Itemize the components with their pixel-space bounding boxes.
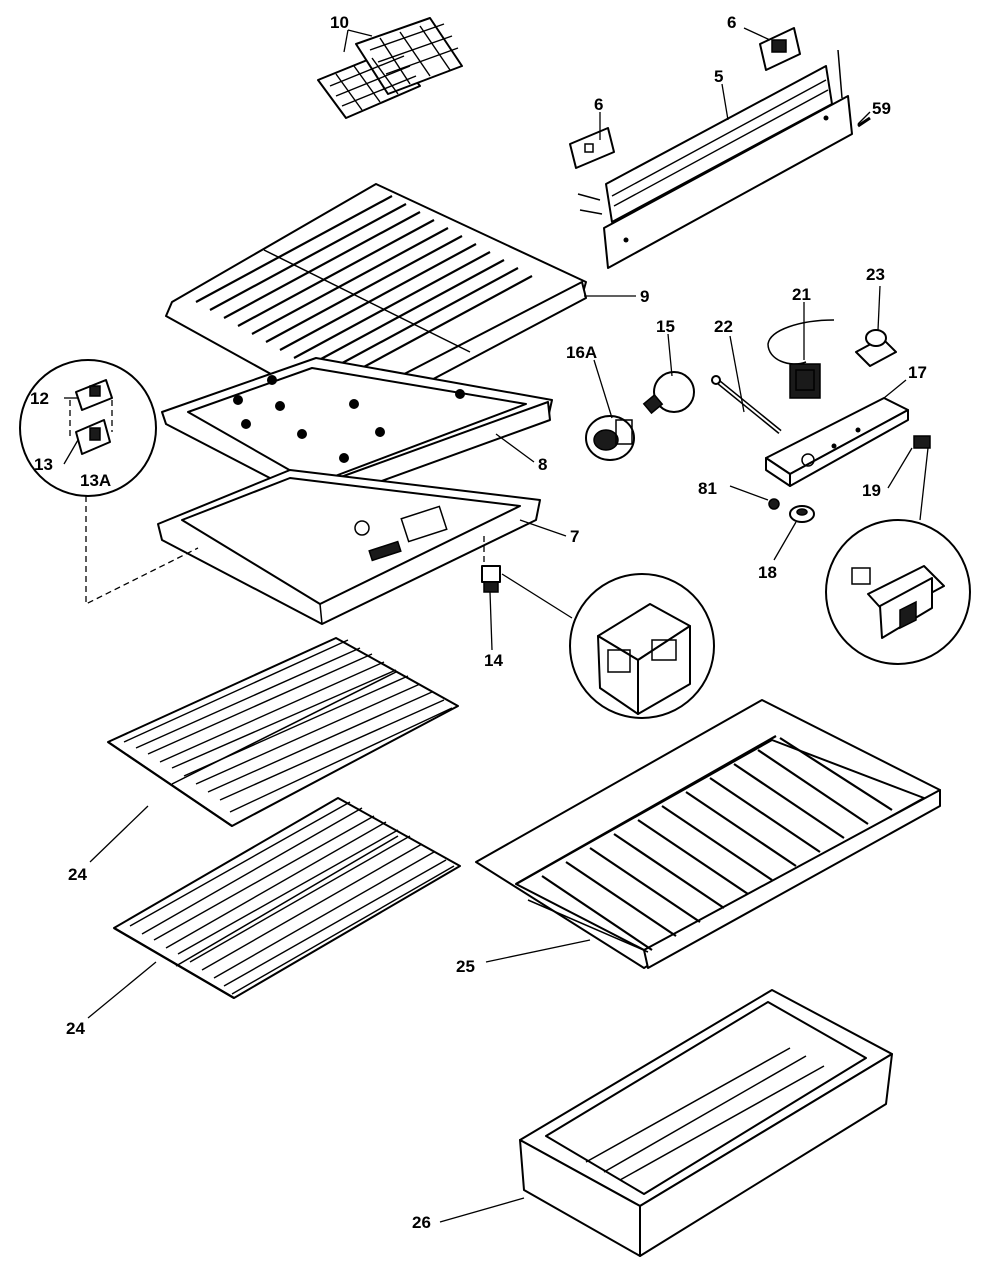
- callout-7: 7: [570, 527, 579, 546]
- thermostat-knob: [855, 329, 897, 367]
- clip-upper: [759, 27, 801, 71]
- knob-18: [789, 505, 815, 523]
- callout-13: 13: [34, 455, 53, 474]
- callout-10: 10: [330, 13, 349, 32]
- wire-shelf-upper: [107, 637, 459, 827]
- callout-17: 17: [908, 363, 927, 382]
- light-shield: [481, 565, 501, 593]
- clip-left: [569, 127, 615, 169]
- callout-13a: 13A: [80, 471, 111, 490]
- callout-16a: 16A: [566, 343, 597, 362]
- callout-6-left: 6: [594, 95, 603, 114]
- rail-bracket: [577, 49, 853, 269]
- switch-19: [913, 435, 931, 449]
- callout-24-lower: 24: [66, 1019, 85, 1038]
- thermostat: [767, 319, 835, 399]
- callout-8: 8: [538, 455, 547, 474]
- callout-14: 14: [484, 651, 503, 670]
- leader-lines: [63, 27, 913, 1223]
- wire-shelf-lower: [113, 797, 461, 999]
- callout-15: 15: [656, 317, 675, 336]
- callout-22: 22: [714, 317, 733, 336]
- light-socket: [585, 415, 635, 461]
- crisper-drawer: [519, 989, 893, 1257]
- control-housing: [161, 357, 553, 505]
- crisper-cover: [475, 699, 941, 969]
- detail-circle-damper: [19, 359, 157, 497]
- rod: [711, 375, 782, 434]
- callout-19: 19: [862, 481, 881, 500]
- light-bulb: [642, 371, 695, 415]
- screw: [857, 116, 871, 128]
- screw-81: [768, 498, 780, 510]
- callout-6-top: 6: [727, 13, 736, 32]
- ice-cube-trays: [317, 17, 463, 119]
- callout-59: 59: [872, 99, 891, 118]
- callout-81: 81: [698, 479, 717, 498]
- callout-labels: 10 6 5 59 6 9 23 21 15 22 16A 17 12 8 13…: [30, 13, 927, 1232]
- liner-tray: [157, 469, 541, 625]
- callout-26: 26: [412, 1213, 431, 1232]
- callout-25: 25: [456, 957, 475, 976]
- callout-24-upper: 24: [68, 865, 87, 884]
- detail-circle-shield: [569, 573, 715, 719]
- detail-circle-switch: [825, 519, 971, 665]
- callout-5: 5: [714, 67, 723, 86]
- callout-18: 18: [758, 563, 777, 582]
- detail-leader-dashed: [85, 496, 199, 606]
- control-box: [765, 397, 909, 487]
- callout-9: 9: [640, 287, 649, 306]
- callout-23: 23: [866, 265, 885, 284]
- callout-12: 12: [30, 389, 49, 408]
- callout-21: 21: [792, 285, 811, 304]
